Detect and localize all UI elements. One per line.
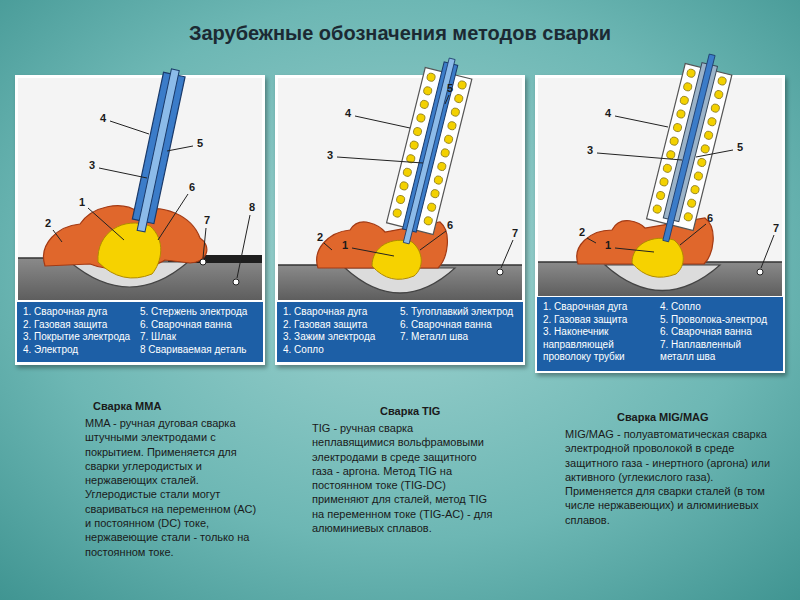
- callout-number: 5: [443, 81, 457, 95]
- mig-illustration: [538, 49, 782, 296]
- tig-illustration: [278, 53, 522, 300]
- callout-number: 2: [41, 216, 55, 230]
- callout-number: 7: [508, 226, 522, 240]
- legend-item: 6. Сварочная ванна: [400, 319, 517, 332]
- callout-number: 5: [733, 140, 747, 154]
- callout-number: 1: [338, 238, 352, 252]
- legend-item: 7. Металл шва: [400, 331, 517, 344]
- method-heading: Сварка MMA: [93, 400, 263, 412]
- legend-band: 1. Сварочная дуга2. Газовая защита3. Пок…: [17, 302, 263, 362]
- method-heading: Сварка MIG/MAG: [617, 411, 777, 423]
- legend-item: 6. Сварочная ванна: [660, 326, 777, 339]
- legend-item: 7. Наплавленный металл шва: [660, 339, 777, 364]
- callout-number: 5: [193, 136, 207, 150]
- callout-number: 1: [601, 238, 615, 252]
- legend-column: 1. Сварочная дуга2. Газовая защита3. Нак…: [543, 301, 660, 367]
- legend-item: 3. Покрытие электрода: [23, 331, 140, 344]
- callout-number: 6: [443, 218, 457, 232]
- callout-number: 2: [575, 225, 589, 239]
- method-description: MIG/MAG - полуавтоматическая сварка элек…: [565, 427, 777, 527]
- callout-number: 2: [313, 230, 327, 244]
- callout-number: 6: [185, 180, 199, 194]
- callout-number: 7: [200, 213, 214, 227]
- callout-number: 6: [703, 211, 717, 225]
- legend-band: 1. Сварочная дуга2. Газовая защита3. Заж…: [277, 302, 523, 362]
- method-heading: Сварка TIG: [380, 405, 520, 417]
- title: Зарубежные обозначения методов сварки: [0, 22, 800, 45]
- legend-item: 2. Газовая защита: [23, 319, 140, 332]
- callout-number: 3: [583, 143, 597, 157]
- callout-number: 4: [601, 106, 615, 120]
- legend-item: 5. Проволока-электрод: [660, 314, 777, 327]
- legend-item: 2. Газовая защита: [283, 319, 400, 332]
- callout-number: 3: [323, 148, 337, 162]
- legend-item: 2. Газовая защита: [543, 314, 660, 327]
- legend-column: 5. Тугоплавкий электрод6. Сварочная ванн…: [400, 306, 517, 358]
- legend-column: 1. Сварочная дуга2. Газовая защита3. Пок…: [23, 306, 140, 358]
- callout-number: 3: [85, 158, 99, 172]
- legend-column: 5. Стержень электрода6. Сварочная ванна7…: [140, 306, 257, 358]
- legend-item: 4. Сопло: [660, 301, 777, 314]
- mma-illustration: [18, 67, 262, 300]
- callout-number: 4: [341, 106, 355, 120]
- method-description: MMA - ручная дуговая сварка штучными эле…: [85, 416, 265, 559]
- callout-number: 1: [75, 195, 89, 209]
- legend-item: 6. Сварочная ванна: [140, 319, 257, 332]
- method-description: TIG - ручная сварка неплавящимися вольфр…: [312, 421, 494, 535]
- legend-item: 5. Стержень электрода: [140, 306, 257, 319]
- legend-item: 3. Зажим электрода: [283, 331, 400, 344]
- legend-column: 1. Сварочная дуга2. Газовая защита3. Заж…: [283, 306, 400, 358]
- legend-item: 1. Сварочная дуга: [23, 306, 140, 319]
- legend-item: 1. Сварочная дуга: [543, 301, 660, 314]
- legend-item: 7. Шлак: [140, 331, 257, 344]
- legend-column: 4. Сопло5. Проволока-электрод6. Сварочна…: [660, 301, 777, 367]
- callout-number: 8: [245, 200, 259, 214]
- legend-band: 1. Сварочная дуга2. Газовая защита3. Нак…: [537, 297, 783, 371]
- legend-item: 1. Сварочная дуга: [283, 306, 400, 319]
- callout-number: 4: [96, 111, 110, 125]
- legend-item: 4. Сопло: [283, 344, 400, 357]
- legend-item: 4. Электрод: [23, 344, 140, 357]
- legend-item: 8 Свариваемая деталь: [140, 344, 257, 357]
- callout-number: 7: [769, 221, 783, 235]
- legend-item: 3. Наконечник направляющей проволоку тру…: [543, 326, 660, 364]
- legend-item: 5. Тугоплавкий электрод: [400, 306, 517, 319]
